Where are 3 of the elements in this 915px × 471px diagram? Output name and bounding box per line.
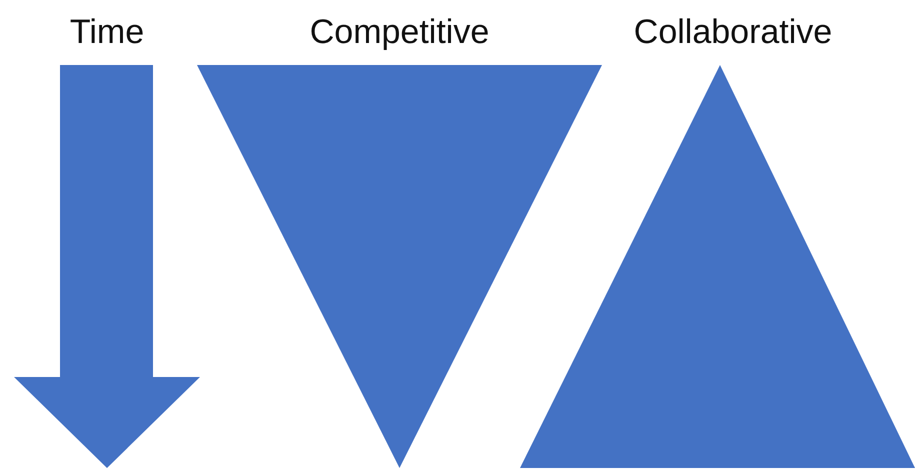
heading-label: Time xyxy=(68,12,146,52)
heading-label: Collaborative xyxy=(632,12,834,52)
heading-label: Competitive xyxy=(308,12,490,52)
